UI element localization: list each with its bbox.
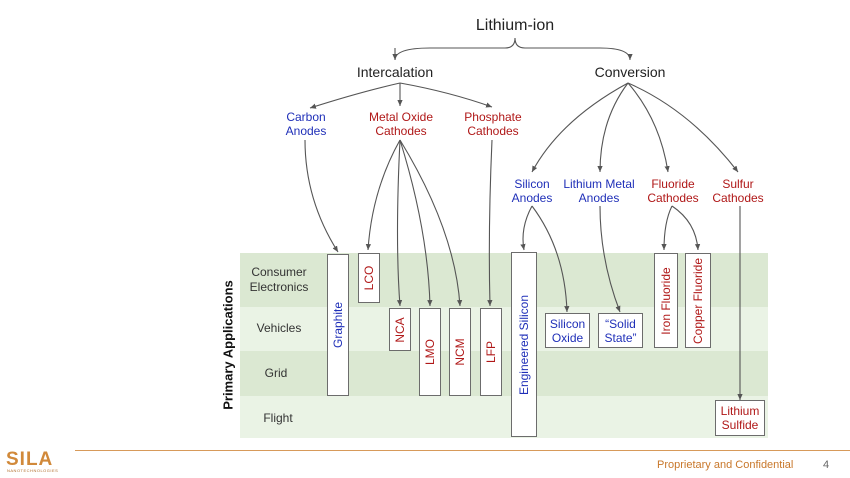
material-lithium-sulfide-label: Lithium Sulfide (720, 404, 760, 432)
logo-wordmark: SILA (6, 449, 54, 470)
sila-logo: SILA NANOTECHNOLOGIES (6, 449, 70, 475)
footer-divider (75, 450, 850, 451)
node-metal-oxide-cathodes: Metal Oxide Cathodes (368, 110, 434, 138)
material-ncm: NCM (449, 308, 471, 396)
material-silicon-oxide-label: Silicon Oxide (549, 316, 586, 345)
band-flight (240, 396, 768, 438)
material-lithium-sulfide: Lithium Sulfide (715, 400, 765, 436)
node-phosphate-cathodes: Phosphate Cathodes (464, 110, 522, 138)
material-iron-fluoride: Iron Fluoride (654, 253, 678, 348)
material-iron-fluoride-label: Iron Fluoride (659, 266, 673, 335)
node-sulfur-cathodes: Sulfur Cathodes (712, 177, 764, 205)
material-lco: LCO (358, 253, 380, 303)
row-label-flight: Flight (263, 411, 293, 425)
primary-applications-label: Primary Applications (220, 280, 236, 410)
material-copper-fluoride: Copper Fluoride (685, 253, 711, 348)
node-lithium-metal-anodes: Lithium Metal Anodes (563, 177, 635, 205)
material-engineered-silicon-label: Engineered Silicon (517, 294, 531, 395)
material-lfp: LFP (480, 308, 502, 396)
material-lfp-label: LFP (484, 340, 498, 364)
material-solid-state: “Solid State” (598, 313, 643, 348)
footer-confidential: Proprietary and Confidential (657, 459, 794, 471)
material-nca: NCA (389, 308, 411, 351)
row-label-vehicles: Vehicles (256, 321, 302, 335)
node-fluoride-cathodes: Fluoride Cathodes (647, 177, 699, 205)
material-graphite-label: Graphite (331, 301, 345, 349)
row-label-consumer-electronics: Consumer Electronics (249, 265, 309, 294)
material-graphite: Graphite (327, 254, 349, 396)
material-lmo-label: LMO (423, 338, 437, 366)
material-solid-state-label: “Solid State” (604, 316, 637, 345)
row-label-grid: Grid (264, 366, 288, 380)
logo-subtitle: NANOTECHNOLOGIES (7, 468, 59, 473)
material-ncm-label: NCM (453, 338, 467, 366)
branch-intercalation: Intercalation (356, 64, 434, 80)
branch-conversion: Conversion (594, 64, 666, 80)
material-lco-label: LCO (362, 265, 376, 291)
node-silicon-anodes: Silicon Anodes (511, 177, 553, 205)
material-lmo: LMO (419, 308, 441, 396)
material-nca-label: NCA (393, 316, 407, 343)
diagram-title: Lithium-ion (475, 17, 555, 34)
material-engineered-silicon: Engineered Silicon (511, 252, 537, 437)
page-number: 4 (823, 459, 830, 471)
material-silicon-oxide: Silicon Oxide (545, 313, 590, 348)
material-copper-fluoride-label: Copper Fluoride (691, 257, 705, 344)
node-carbon-anodes: Carbon Anodes (285, 110, 327, 138)
